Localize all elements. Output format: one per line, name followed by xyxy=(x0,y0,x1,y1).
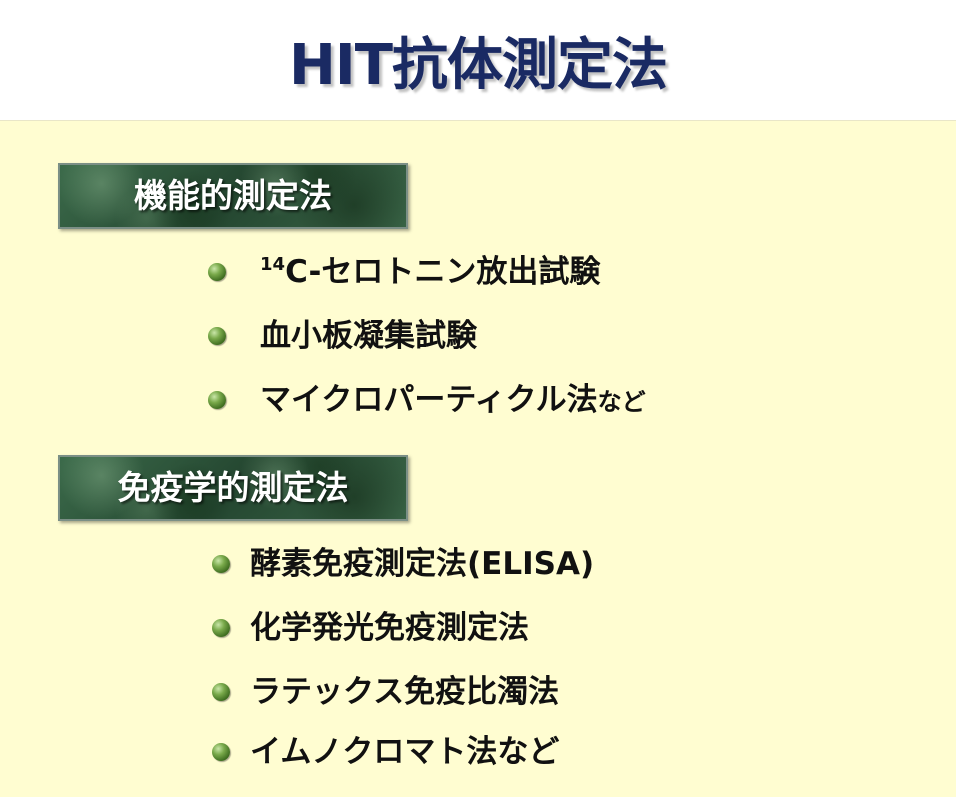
section-label-text: 機能的測定法 xyxy=(134,176,332,215)
item-label: 酵素免疫測定法(ELISA) xyxy=(250,546,595,582)
green-sphere-bullet-icon xyxy=(208,391,226,409)
item-text: マイクロパーティクル法など xyxy=(260,376,646,426)
item-text: イムノクロマト法など xyxy=(250,728,559,778)
item-label: 血小板凝集試験 xyxy=(260,318,477,354)
item-text: 14C-セロトニン放出試験 xyxy=(260,248,600,298)
green-sphere-bullet-icon xyxy=(212,619,230,637)
section-label-text: 免疫学的測定法 xyxy=(117,468,349,507)
section-label-functional: 機能的測定法 xyxy=(58,163,408,229)
green-sphere-bullet-icon xyxy=(212,743,230,761)
green-sphere-bullet-icon xyxy=(208,327,226,345)
item-text: ラテックス免疫比濁法 xyxy=(250,668,559,718)
section-label-immunological: 免疫学的測定法 xyxy=(58,455,408,521)
item-label: イムノクロマト法など xyxy=(250,734,560,770)
item-label: マイクロパーティクル法 xyxy=(260,382,598,418)
item-text: 化学発光免疫測定法 xyxy=(250,604,529,654)
green-sphere-bullet-icon xyxy=(212,683,230,701)
green-sphere-bullet-icon xyxy=(208,263,226,281)
page-title: HIT抗体測定法 xyxy=(289,33,668,98)
item-superscript: 14 xyxy=(260,254,286,275)
item-text: 酵素免疫測定法(ELISA) xyxy=(250,540,594,590)
item-label: 化学発光免疫測定法 xyxy=(250,610,529,646)
green-sphere-bullet-icon xyxy=(212,555,230,573)
item-label: C-セロトニン放出試験 xyxy=(285,254,601,290)
header: HIT抗体測定法 xyxy=(0,0,956,121)
item-text: 血小板凝集試験 xyxy=(260,312,477,362)
item-label: ラテックス免疫比濁法 xyxy=(250,674,560,710)
item-suffix: など xyxy=(597,388,646,416)
